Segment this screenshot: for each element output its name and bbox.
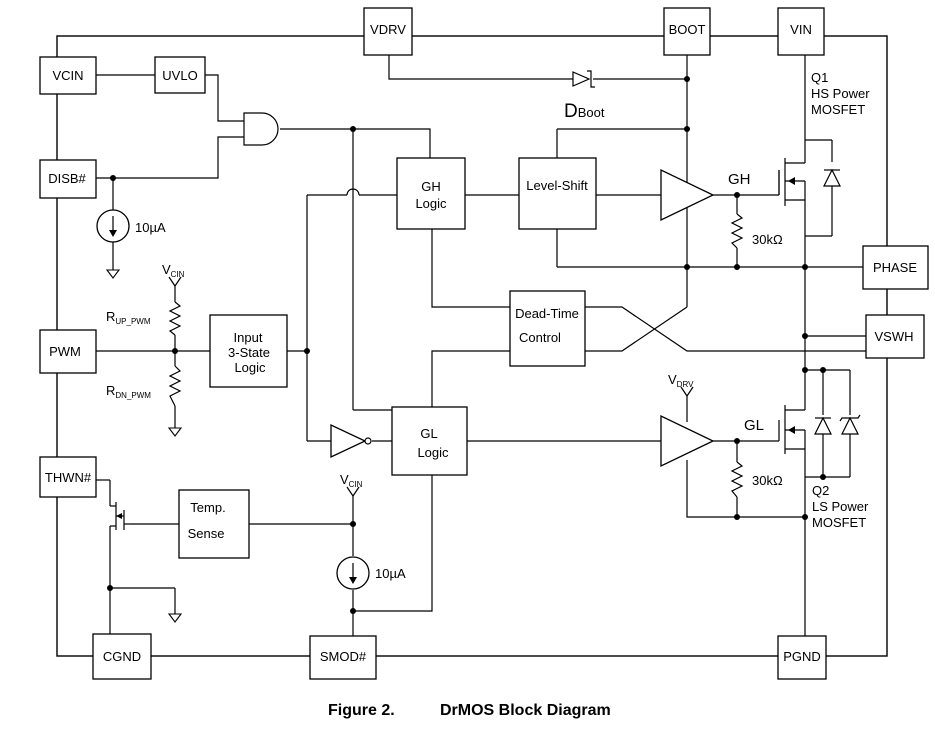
pin-disb bbox=[39, 159, 97, 199]
figure-number: Figure 2. bbox=[328, 702, 395, 719]
pin-disb-label: DISB# bbox=[48, 171, 86, 186]
pin-phase-label: PHASE bbox=[873, 260, 917, 275]
vdrv-supply bbox=[680, 386, 694, 398]
gl-logic-label: GL bbox=[420, 426, 437, 441]
pin-vin bbox=[777, 7, 825, 56]
thwn-transistor bbox=[110, 502, 130, 530]
wires bbox=[96, 55, 866, 636]
pin-cgnd bbox=[92, 633, 152, 680]
current-smod-label: 10µA bbox=[375, 566, 406, 581]
pin-boot bbox=[663, 7, 711, 56]
vcin-label: VCIN bbox=[162, 262, 185, 279]
figure-title: DrMOS Block Diagram bbox=[440, 702, 611, 719]
gh-driver bbox=[660, 168, 715, 222]
dead-time-block bbox=[509, 290, 586, 367]
pin-phase bbox=[862, 245, 929, 290]
vcin-supply-pwm bbox=[168, 276, 182, 288]
ground-icon bbox=[167, 427, 183, 437]
gh-logic-label: Logic bbox=[415, 196, 447, 211]
inverter bbox=[330, 423, 372, 459]
pin-thwn bbox=[39, 456, 97, 498]
pin-cgnd-label: CGND bbox=[103, 649, 141, 664]
pin-boot-label: BOOT bbox=[669, 22, 706, 37]
current-source-smod bbox=[336, 556, 370, 590]
vcin-supply-temp bbox=[346, 486, 360, 498]
q1-label: HS Power bbox=[811, 86, 870, 101]
vcin-label: VCIN bbox=[340, 472, 363, 489]
resistor-30k-gl-label: 30kΩ bbox=[752, 473, 783, 488]
current-disb-label: 10µA bbox=[135, 220, 166, 235]
q2-label: Q2 bbox=[812, 483, 829, 498]
boot-diode bbox=[572, 70, 595, 88]
ground-icon bbox=[167, 613, 183, 623]
pin-vcin bbox=[39, 56, 97, 95]
uvlo-label: UVLO bbox=[162, 68, 197, 83]
pin-pgnd bbox=[777, 635, 827, 680]
q1-label: Q1 bbox=[811, 70, 828, 85]
temp-sense-label: Sense bbox=[188, 526, 225, 541]
pin-vswh-label: VSWH bbox=[875, 329, 914, 344]
ground-icon bbox=[105, 269, 121, 279]
gl-net-label: GL bbox=[744, 417, 764, 434]
resistor-30k-gl bbox=[730, 461, 744, 498]
uvlo-block bbox=[154, 56, 206, 94]
input-3state-block bbox=[209, 314, 288, 388]
pin-vcin-label: VCIN bbox=[52, 68, 83, 83]
gh-logic-label: GH bbox=[421, 179, 441, 194]
level-shift-block bbox=[518, 157, 597, 230]
pin-smod bbox=[309, 635, 377, 680]
q1-mosfet bbox=[778, 140, 806, 206]
resistor-30k-gh bbox=[730, 213, 744, 249]
q1-body-diode bbox=[823, 168, 841, 187]
q2-body-diodes bbox=[814, 414, 861, 435]
pin-pgnd-label: PGND bbox=[783, 649, 821, 664]
resistor-30k-gh-label: 30kΩ bbox=[752, 232, 783, 247]
q1-label: MOSFET bbox=[811, 102, 865, 117]
dead-time-label: Control bbox=[519, 330, 561, 345]
dboot-label: DBoot bbox=[564, 101, 605, 122]
input-3state-label: 3-State bbox=[228, 345, 270, 360]
input-3state-label: Logic bbox=[234, 360, 266, 375]
q2-label: LS Power bbox=[812, 499, 869, 514]
pin-smod-label: SMOD# bbox=[320, 649, 367, 664]
level-shift-label: Level-Shift bbox=[526, 178, 588, 193]
and-gate bbox=[243, 112, 279, 146]
pin-vin-label: VIN bbox=[790, 22, 812, 37]
pin-vswh bbox=[865, 314, 925, 359]
rdn-pwm-label: RDN_PWM bbox=[106, 383, 151, 400]
gh-net-label: GH bbox=[728, 171, 751, 188]
current-source-disb bbox=[96, 209, 130, 243]
resistor-down-pwm bbox=[168, 365, 182, 407]
chip-outline bbox=[56, 35, 888, 657]
gh-logic-block bbox=[396, 157, 466, 230]
gl-driver bbox=[660, 414, 715, 468]
q2-mosfet bbox=[778, 370, 806, 455]
junction-dots bbox=[107, 76, 826, 614]
temp-sense-block bbox=[178, 489, 250, 559]
gl-logic-block bbox=[391, 406, 468, 476]
pin-vdrv-label: VDRV bbox=[370, 22, 406, 37]
pin-vdrv bbox=[363, 7, 413, 56]
vdrv-label: VDRV bbox=[668, 372, 694, 389]
pin-pwm-label: PWM bbox=[49, 344, 81, 359]
temp-sense-label: Temp. bbox=[190, 500, 225, 515]
pin-thwn-label: THWN# bbox=[45, 470, 92, 485]
q2-label: MOSFET bbox=[812, 515, 866, 530]
resistor-up-pwm bbox=[168, 301, 182, 336]
dead-time-label: Dead-Time bbox=[515, 306, 579, 321]
rup-pwm-label: RUP_PWM bbox=[106, 309, 151, 326]
pin-pwm bbox=[39, 329, 97, 374]
input-3state-label: Input bbox=[234, 330, 263, 345]
gl-logic-label: Logic bbox=[417, 445, 449, 460]
